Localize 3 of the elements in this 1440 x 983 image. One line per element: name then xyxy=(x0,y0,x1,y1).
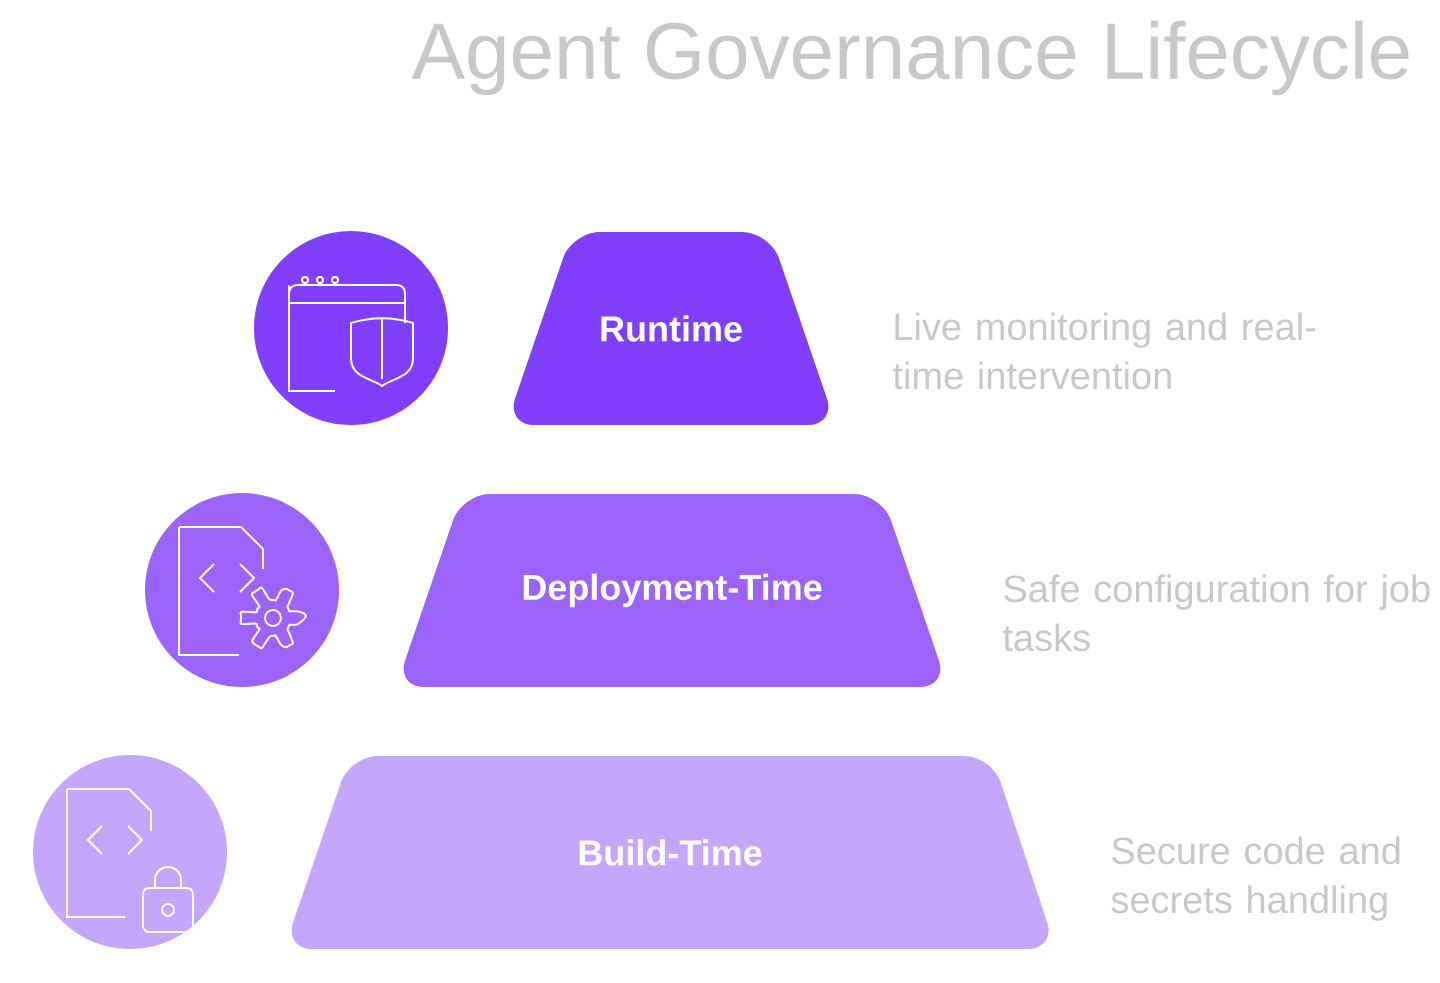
trapezoid-box: Deployment-Time xyxy=(403,494,941,687)
trapezoid-box: Build-Time xyxy=(291,756,1049,949)
trapezoid-box: Runtime xyxy=(513,232,829,425)
